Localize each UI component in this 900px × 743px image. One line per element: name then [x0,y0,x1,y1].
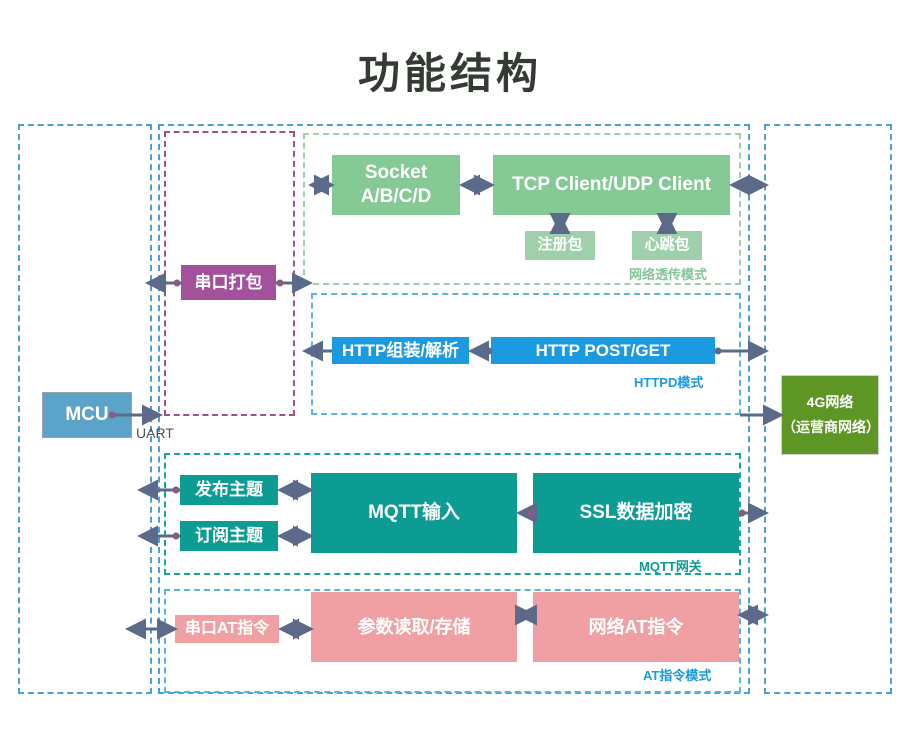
mqtt-input-label: MQTT输入 [368,502,460,524]
http-assemble-label: HTTP组装/解析 [341,340,460,360]
serial-pack-label: 串口打包 [194,272,263,292]
ssl-encrypt-block[interactable]: SSL数据加密 [533,473,739,553]
mqtt-mode-caption: MQTT网关 [639,559,702,574]
ssl-encrypt-label: SSL数据加密 [579,502,693,524]
mcu-block[interactable]: MCU [42,392,132,438]
heartbeat-packet-block[interactable]: 心跳包 [632,231,702,260]
register-packet-block[interactable]: 注册包 [525,231,595,260]
subscribe-topic-block[interactable]: 订阅主题 [180,521,278,551]
mqtt-input-block[interactable]: MQTT输入 [311,473,517,553]
network-4g-label-line2: （运营商网络） [782,419,880,435]
heartbeat-packet-label: 心跳包 [644,236,690,254]
publish-topic-block[interactable]: 发布主题 [180,475,278,505]
network-4g-label-line1: 4G网络 [806,393,854,410]
subscribe-topic-label: 订阅主题 [195,526,263,546]
at-mode-container [164,589,741,693]
network-at-block[interactable]: 网络AT指令 [533,592,739,662]
http-postget-block[interactable]: HTTP POST/GET [491,337,715,364]
http-assemble-block[interactable]: HTTP组装/解析 [332,337,469,364]
serial-at-block[interactable]: 串口AT指令 [175,615,279,643]
register-packet-label: 注册包 [537,236,583,254]
httpd-mode-caption: HTTPD模式 [634,375,704,390]
socket-label-line1: Socket [364,162,428,184]
network-at-label: 网络AT指令 [588,616,684,637]
param-store-label: 参数读取/存储 [357,616,471,637]
network-mode-caption: 网络透传模式 [629,267,708,282]
tcp-udp-client-label: TCP Client/UDP Client [512,174,711,196]
publish-topic-label: 发布主题 [195,480,263,500]
param-store-block[interactable]: 参数读取/存储 [311,592,517,662]
network-4g-block[interactable]: 4G网络 （运营商网络） [781,375,880,455]
serial-at-label: 串口AT指令 [184,620,270,637]
uart-label: UART [136,425,174,441]
page-title: 功能结构 [357,50,542,97]
socket-label-line2: A/B/C/D [360,186,432,207]
mcu-label: MCU [65,404,109,426]
tcp-udp-client-block[interactable]: TCP Client/UDP Client [493,155,730,215]
at-mode-caption: AT指令模式 [643,668,712,683]
http-postget-label: HTTP POST/GET [535,340,671,360]
socket-block[interactable]: Socket A/B/C/D [332,155,460,215]
serial-pack-block[interactable]: 串口打包 [181,265,276,300]
network-mode-container [303,133,741,285]
